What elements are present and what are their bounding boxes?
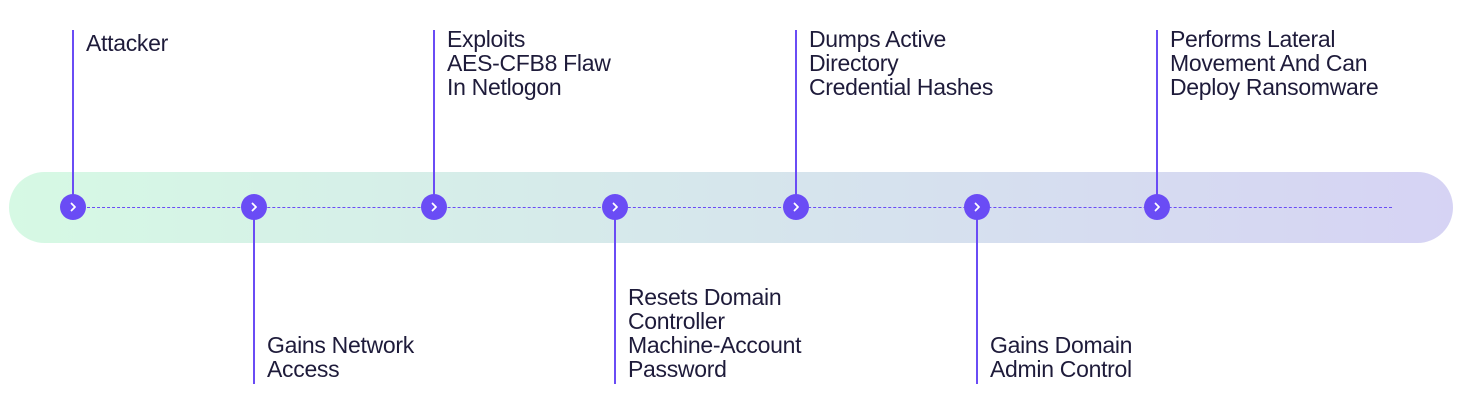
step-node — [1144, 194, 1170, 220]
step-label: Attacker — [86, 31, 168, 55]
step-label-line: Machine-Account — [628, 332, 802, 358]
step-label-line: Credential Hashes — [809, 74, 994, 100]
step-label-line: Deploy Ransomware — [1170, 74, 1379, 100]
step-label-line: Directory — [809, 50, 899, 76]
step-label-line: Attacker — [86, 30, 168, 56]
step-label-line: Dumps Active — [809, 26, 947, 52]
chevron-right-icon — [609, 201, 621, 213]
chevron-right-icon — [790, 201, 802, 213]
step-label-line: Controller — [628, 308, 725, 334]
chevron-right-icon — [428, 201, 440, 213]
step-connector-line — [976, 207, 978, 384]
step-label-line: In Netlogon — [447, 74, 562, 100]
step-node — [60, 194, 86, 220]
step-label-line: Resets Domain — [628, 284, 782, 310]
step-label-line: Gains Network — [267, 332, 414, 358]
step-label-line: Movement And Can — [1170, 50, 1368, 76]
step-label-line: Admin Control — [990, 356, 1132, 382]
step-label-line: Password — [628, 356, 727, 382]
step-node — [602, 194, 628, 220]
chevron-right-icon — [1151, 201, 1163, 213]
step-connector-line — [1156, 30, 1158, 207]
step-connector-line — [614, 207, 616, 384]
step-label-line: Performs Lateral — [1170, 26, 1336, 52]
step-connector-line — [72, 30, 74, 207]
step-label-line: Gains Domain — [990, 332, 1133, 358]
chevron-right-icon — [248, 201, 260, 213]
step-label-line: Exploits — [447, 26, 526, 52]
step-node — [241, 194, 267, 220]
step-connector-line — [253, 207, 255, 384]
timeline-dotted-line — [72, 207, 1392, 208]
step-node — [783, 194, 809, 220]
chevron-right-icon — [67, 201, 79, 213]
step-node — [964, 194, 990, 220]
chevron-right-icon — [971, 201, 983, 213]
step-connector-line — [795, 30, 797, 207]
step-node — [421, 194, 447, 220]
step-label-line: AES-CFB8 Flaw — [447, 50, 611, 76]
step-connector-line — [433, 30, 435, 207]
step-label-line: Access — [267, 356, 340, 382]
